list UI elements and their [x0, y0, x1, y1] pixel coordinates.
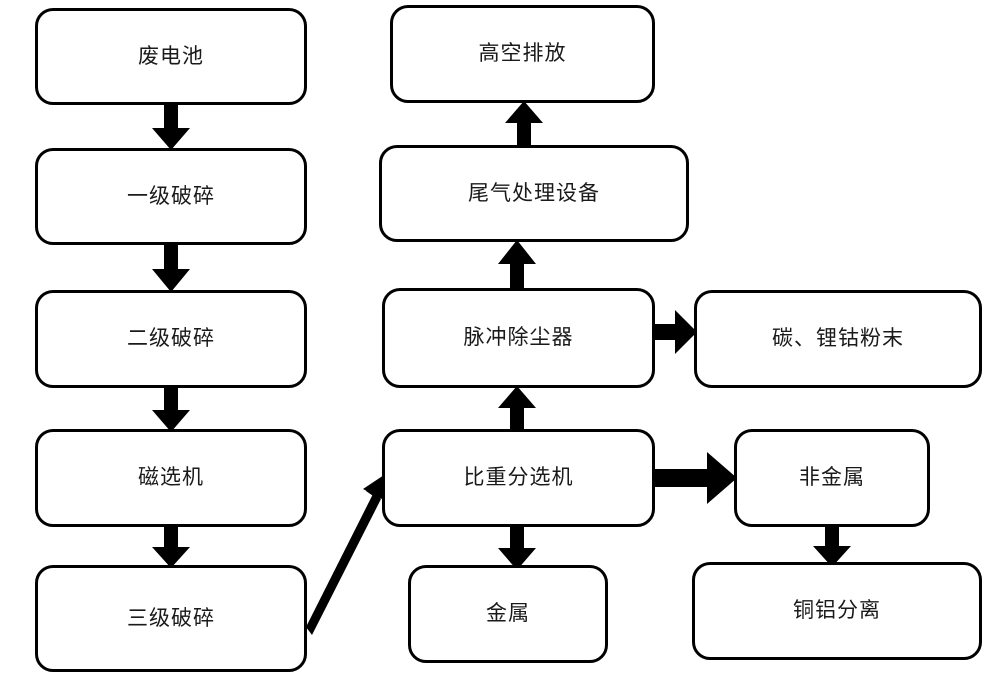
node-label-non-metal: 非金属: [799, 465, 865, 490]
arrow-shape-down: [152, 386, 190, 432]
arrow-gravity-separator-to-non-metal: [653, 452, 737, 504]
node-copper-aluminum-separation[interactable]: 铜铝分离: [692, 562, 982, 660]
node-label-waste-battery: 废电池: [138, 43, 204, 68]
arrow-gravity-separator-to-metal: [498, 525, 536, 570]
node-waste-battery[interactable]: 废电池: [35, 8, 307, 105]
node-metal[interactable]: 金属: [408, 565, 608, 663]
node-label-secondary-crushing: 二级破碎: [127, 326, 215, 351]
arrow-non-metal-to-copper-aluminum-separation: [813, 525, 851, 567]
node-label-tertiary-crushing: 三级破碎: [127, 605, 215, 630]
node-label-copper-aluminum-separation: 铜铝分离: [793, 598, 881, 623]
node-label-carbon-lithium-cobalt-powder: 碳、锂钴粉末: [772, 326, 904, 351]
node-primary-crushing[interactable]: 一级破碎: [35, 148, 307, 245]
node-label-metal: 金属: [486, 601, 530, 626]
arrow-shape-diagonal-head: [363, 475, 384, 499]
arrow-shape-diagonal-shaft: [306, 492, 381, 635]
node-high-altitude-emission[interactable]: 高空排放: [390, 5, 655, 103]
arrow-primary-crushing-to-secondary-crushing: [152, 243, 190, 292]
node-label-primary-crushing: 一级破碎: [127, 183, 215, 208]
arrow-pulse-dust-collector-to-carbon-lithium-cobalt-powder: [653, 310, 697, 354]
arrow-magnetic-separator-to-tertiary-crushing: [152, 525, 190, 568]
node-label-exhaust-treatment: 尾气处理设备: [468, 180, 600, 205]
node-magnetic-separator[interactable]: 磁选机: [35, 429, 307, 527]
arrow-shape-down: [498, 525, 536, 570]
node-tertiary-crushing[interactable]: 三级破碎: [35, 565, 307, 672]
arrow-shape-down: [152, 525, 190, 568]
node-gravity-separator[interactable]: 比重分选机: [382, 429, 655, 527]
arrow-pulse-dust-collector-to-exhaust-treatment: [498, 240, 536, 290]
node-pulse-dust-collector[interactable]: 脉冲除尘器: [382, 288, 655, 388]
arrow-shape-right: [653, 310, 697, 354]
node-label-high-altitude-emission: 高空排放: [478, 41, 567, 66]
node-label-gravity-separator: 比重分选机: [463, 465, 574, 490]
node-label-pulse-dust-collector: 脉冲除尘器: [463, 325, 574, 350]
arrow-shape-down: [152, 103, 190, 150]
node-label-magnetic-separator: 磁选机: [138, 465, 204, 490]
arrow-shape-up: [505, 101, 543, 147]
node-non-metal[interactable]: 非金属: [734, 429, 930, 527]
arrow-shape-down: [152, 243, 190, 292]
arrow-exhaust-treatment-to-high-altitude-emission: [505, 101, 543, 147]
node-exhaust-treatment[interactable]: 尾气处理设备: [379, 145, 689, 242]
arrow-gravity-separator-to-pulse-dust-collector: [498, 386, 536, 432]
arrow-shape-up: [498, 386, 536, 432]
node-secondary-crushing[interactable]: 二级破碎: [35, 290, 307, 388]
arrow-secondary-crushing-to-magnetic-separator: [152, 386, 190, 432]
arrow-tertiary-crushing-to-gravity-separator: [295, 470, 395, 635]
arrow-shape-right: [653, 452, 737, 504]
arrow-waste-battery-to-primary-crushing: [152, 103, 190, 150]
arrow-shape-down: [813, 525, 851, 567]
node-carbon-lithium-cobalt-powder[interactable]: 碳、锂钴粉末: [694, 290, 982, 388]
arrow-shape-up: [498, 240, 536, 290]
